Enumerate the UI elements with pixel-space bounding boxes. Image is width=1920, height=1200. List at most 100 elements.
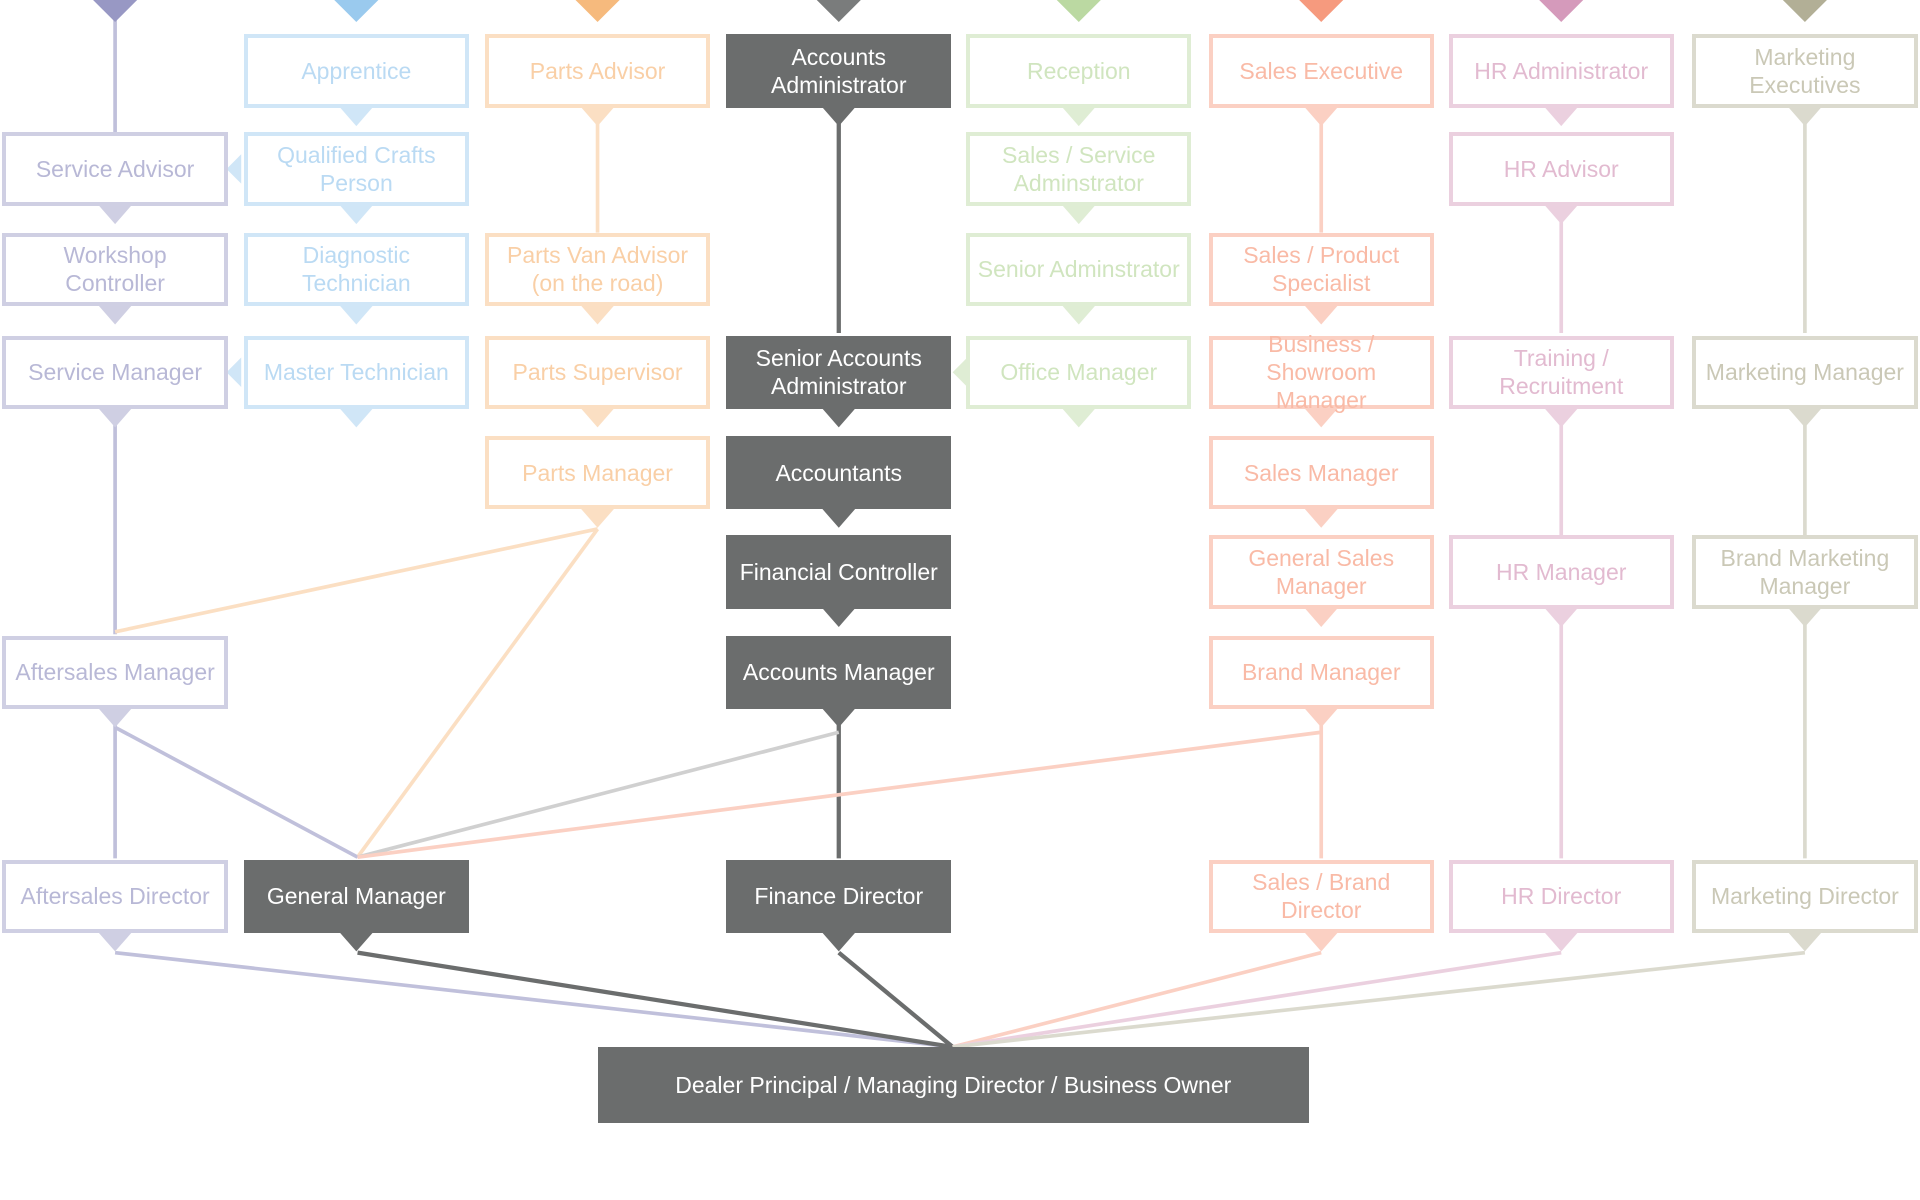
financial-controller-pointer xyxy=(821,607,856,627)
marketing-manager-box: Marketing Manager xyxy=(1692,335,1918,409)
sales-brand-director-box: Sales / Brand Director xyxy=(1208,859,1434,934)
column-marker-parts xyxy=(575,0,620,23)
brand-manager-box: Brand Manager xyxy=(1208,635,1434,709)
parts-van-advisor-pointer xyxy=(580,304,615,325)
financial-controller-box: Financial Controller xyxy=(726,535,952,609)
master-technician-box: Master Technician xyxy=(243,335,469,409)
column-marker-service xyxy=(93,0,138,23)
aftersales-manager-box: Aftersales Manager xyxy=(2,635,228,709)
sales-product-specialist-pointer xyxy=(1304,304,1339,325)
parts-manager-pointer xyxy=(580,508,615,528)
parts-manager-box: Parts Manager xyxy=(484,435,711,510)
link-aftersales-to-gm xyxy=(114,725,359,859)
parts-supervisor-box: Parts Supervisor xyxy=(484,335,711,409)
column-marker-sales xyxy=(1299,0,1344,23)
parts-supervisor-pointer xyxy=(580,407,615,428)
marketing-director-box: Marketing Director xyxy=(1692,859,1918,934)
dealer-principal-box: Dealer Principal / Managing Director / B… xyxy=(597,1046,1309,1123)
link-finance-to-root xyxy=(837,951,955,1049)
workshop-controller-pointer xyxy=(97,304,133,325)
link-marketing-director-to-root xyxy=(952,950,1806,1049)
diagnostic-technician-box: Diagnostic Technician xyxy=(243,232,469,307)
business-showroom-manager-box: Business / Showroom Manager xyxy=(1208,331,1434,413)
finance-director-box: Finance Director xyxy=(726,859,952,934)
business-showroom-manager-pointer xyxy=(1304,407,1339,428)
column-marker-marketing xyxy=(1782,0,1827,23)
senior-administrator-pointer xyxy=(1061,304,1096,325)
office-manager-pointer xyxy=(1061,407,1096,428)
link-parts-to-gm xyxy=(356,527,600,859)
link-aftersales-director-to-root xyxy=(114,950,953,1049)
qualified-crafts-person-pointer xyxy=(339,204,374,225)
brand-manager-pointer xyxy=(1304,707,1339,728)
hr-advisor-pointer xyxy=(1544,204,1579,225)
general-manager-box: General Manager xyxy=(243,859,469,934)
link-sales-director-to-root xyxy=(952,950,1322,1049)
reception-box: Reception xyxy=(966,34,1192,108)
link-parts-to-aftersales xyxy=(114,527,598,634)
marketing-executives-box: Marketing Executives xyxy=(1692,34,1918,108)
accounts-administrator-pointer xyxy=(821,106,856,127)
hr-manager-pointer xyxy=(1544,607,1579,627)
training-recruitment-box: Training / Recruitment xyxy=(1448,335,1674,409)
senior-administrator-box: Senior Adminstrator xyxy=(966,232,1192,307)
office-manager-box: Office Manager xyxy=(966,335,1192,409)
parts-advisor-pointer xyxy=(580,106,615,127)
qualified-crafts-person-box: Qualified Crafts Person xyxy=(243,132,469,206)
sales-service-administrator-pointer xyxy=(1061,204,1096,225)
general-manager-pointer xyxy=(339,931,374,952)
diagnostic-technician-pointer xyxy=(339,304,374,325)
hr-manager-box: HR Manager xyxy=(1448,535,1674,609)
hr-director-pointer xyxy=(1544,931,1579,952)
qualified-crafts-side-pointer xyxy=(226,154,242,184)
senior-accounts-administrator-box: Senior Accounts Administrator xyxy=(726,335,952,409)
sales-service-administrator-box: Sales / Service Adminstrator xyxy=(966,132,1192,206)
sales-executive-pointer xyxy=(1304,106,1339,127)
sales-manager-box: Sales Manager xyxy=(1208,435,1434,510)
column-marker-office xyxy=(1056,0,1101,23)
link-hr-director-to-root xyxy=(952,950,1562,1049)
marketing-director-pointer xyxy=(1787,931,1823,952)
sales-executive-box: Sales Executive xyxy=(1208,34,1434,108)
accountants-box: Accountants xyxy=(726,435,952,510)
link-gm-to-root xyxy=(357,950,953,1050)
hr-administrator-pointer xyxy=(1544,106,1579,127)
reception-pointer xyxy=(1061,106,1096,127)
accounts-administrator-box: Accounts Administrator xyxy=(726,34,952,108)
column-marker-accounts xyxy=(816,0,861,23)
service-manager-box: Service Manager xyxy=(2,335,228,409)
accounts-manager-pointer xyxy=(821,707,856,728)
aftersales-director-box: Aftersales Director xyxy=(2,859,228,934)
master-technician-side-pointer xyxy=(226,357,242,387)
column-marker-technician xyxy=(334,0,379,23)
sales-brand-director-pointer xyxy=(1304,931,1339,952)
service-advisor-pointer xyxy=(97,204,133,225)
brand-marketing-manager-pointer xyxy=(1787,607,1823,627)
apprentice-box: Apprentice xyxy=(243,34,469,108)
marketing-manager-pointer xyxy=(1787,407,1823,428)
training-recruitment-pointer xyxy=(1544,407,1579,428)
aftersales-director-pointer xyxy=(97,931,133,952)
master-technician-pointer xyxy=(339,407,374,428)
parts-advisor-box: Parts Advisor xyxy=(484,34,711,108)
office-manager-side-pointer xyxy=(952,357,968,387)
finance-director-pointer xyxy=(821,931,856,952)
brand-marketing-manager-box: Brand Marketing Manager xyxy=(1692,535,1918,609)
aftersales-manager-pointer xyxy=(97,707,133,728)
link-accounts-to-gm xyxy=(357,730,840,859)
service-advisor-box: Service Advisor xyxy=(2,132,228,206)
link-sales-to-gm xyxy=(357,730,1322,859)
accounts-manager-box: Accounts Manager xyxy=(726,635,952,709)
general-sales-manager-box: General Sales Manager xyxy=(1208,535,1434,609)
apprentice-pointer xyxy=(339,106,374,127)
service-manager-pointer xyxy=(97,407,133,428)
senior-accounts-administrator-pointer xyxy=(821,407,856,428)
workshop-controller-box: Workshop Controller xyxy=(2,232,228,307)
hr-director-box: HR Director xyxy=(1448,859,1674,934)
accountants-pointer xyxy=(821,508,856,528)
sales-manager-pointer xyxy=(1304,508,1339,528)
hr-advisor-box: HR Advisor xyxy=(1448,132,1674,206)
general-sales-manager-pointer xyxy=(1304,607,1339,627)
